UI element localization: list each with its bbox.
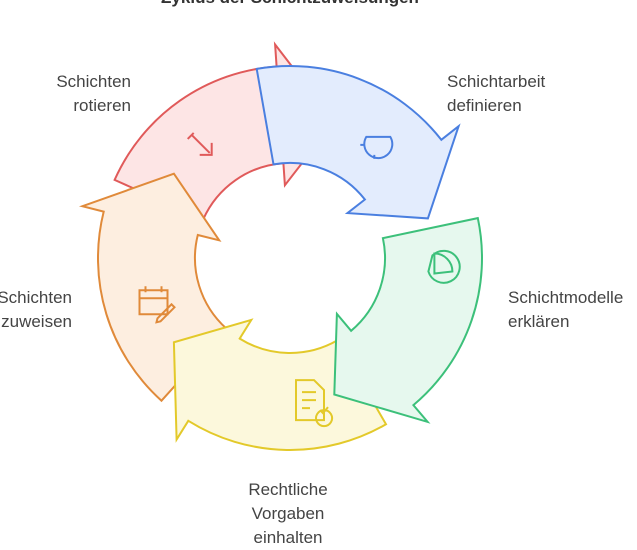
document-check-icon xyxy=(295,379,333,428)
pie-chart-slice-icon xyxy=(427,249,461,284)
cycle-segment-1 xyxy=(255,64,461,220)
arrow-down-right-icon xyxy=(186,132,213,156)
calendar-edit-icon xyxy=(138,286,176,324)
cycle-segment-2 xyxy=(333,216,483,424)
diagram-title: Zyklus der Schichtzuweisungen xyxy=(0,0,580,8)
cycle-diagram xyxy=(78,41,483,451)
pie-chart-icon xyxy=(360,135,394,160)
